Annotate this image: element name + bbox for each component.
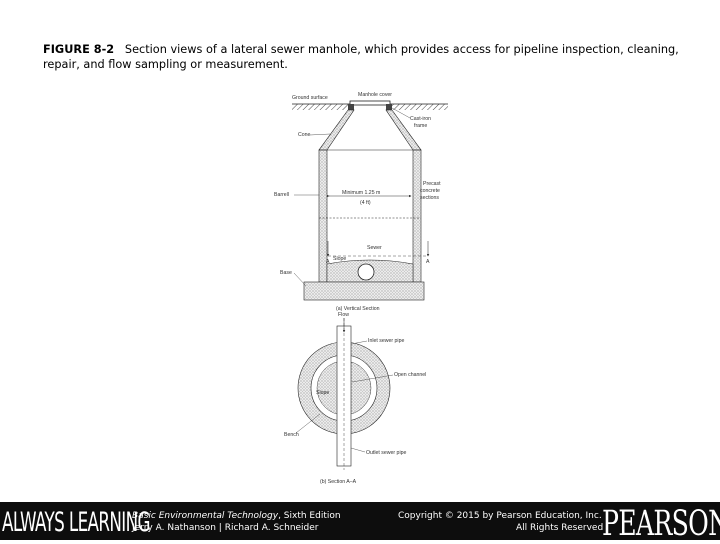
pearson-logo: PEARSON [602, 504, 720, 544]
inlet-pipe-label: Inlet sewer pipe [368, 338, 404, 344]
cone-leader [309, 133, 331, 136]
cast-iron-label: Cast-iron [410, 116, 431, 122]
manhole-diagram: Minimum 1.25 m (4 ft) Ground surface Man… [274, 92, 448, 485]
ground-hatch-right [388, 104, 448, 110]
vertical-section-caption: (a) Vertical Section [336, 306, 380, 312]
book-title: Basic Environmental Technology [132, 511, 279, 521]
barrel-right-wall [412, 149, 422, 283]
figure-label: FIGURE 8-2 [43, 43, 115, 56]
frame-leader [391, 107, 411, 119]
base-slab [303, 281, 425, 301]
frame-label: frame [414, 123, 427, 129]
manhole-cover-shape [349, 100, 391, 106]
book-citation: Basic Environmental Technology, Sixth Ed… [132, 510, 341, 522]
base-leader [293, 272, 307, 287]
plan-section-caption: (b) Section A–A [320, 479, 357, 485]
ground-surface-label: Ground surface [292, 95, 328, 101]
figure-caption: FIGURE 8-2 Section views of a lateral se… [43, 42, 683, 72]
vertical-section: Minimum 1.25 m (4 ft) Ground surface Man… [274, 92, 448, 312]
edition: , Sixth Edition [278, 511, 341, 521]
rights: All Rights Reserved [516, 523, 604, 533]
open-channel-label: Open channel [394, 372, 426, 378]
plan-slope-label: Slope [316, 390, 329, 396]
manhole-cover-label: Manhole cover [358, 92, 392, 98]
always-learning-logo: ALWAYS LEARNING [2, 507, 150, 538]
sewer-pipe-shape [357, 263, 375, 281]
footer-bar: ALWAYS LEARNING Basic Environmental Tech… [0, 502, 720, 544]
ground-hatch-left [292, 104, 352, 110]
outlet-leader [350, 447, 366, 453]
precast-label: Precast [423, 181, 441, 187]
sewer-label: Sewer [367, 245, 382, 251]
slope-label: Slope [333, 256, 346, 262]
section-a-left-label: A [326, 259, 330, 265]
inlet-leader [350, 340, 368, 345]
bench-label: Bench [284, 432, 299, 438]
open-channel-leader [351, 374, 394, 383]
section-a-right-label: A [426, 259, 430, 265]
sections-label: sections [420, 195, 439, 201]
cone-left-wall [318, 109, 355, 151]
minimum-label: Minimum 1.25 m [342, 190, 380, 196]
bench-leader [295, 413, 321, 434]
barrell-label: Barrell [274, 192, 289, 198]
concrete-label: concrete [420, 188, 440, 194]
cast-iron-frame-shape-right [386, 104, 392, 110]
plan-section: Flow Inlet sewer pipe Open channel Slope… [284, 312, 426, 485]
cone-label: Cone [298, 132, 311, 138]
flow-label: Flow [338, 312, 349, 318]
caption-text: Section views of a lateral sewer manhole… [43, 43, 679, 71]
outlet-pipe-label: Outlet sewer pipe [366, 450, 406, 456]
cast-iron-frame-shape [348, 104, 354, 110]
copyright: Copyright © 2015 by Pearson Education, I… [398, 511, 602, 521]
minimum-ft-label: (4 ft) [360, 200, 371, 206]
authors: Jerry A. Nathanson | Richard A. Schneide… [132, 523, 319, 533]
base-label: Base [280, 270, 292, 276]
